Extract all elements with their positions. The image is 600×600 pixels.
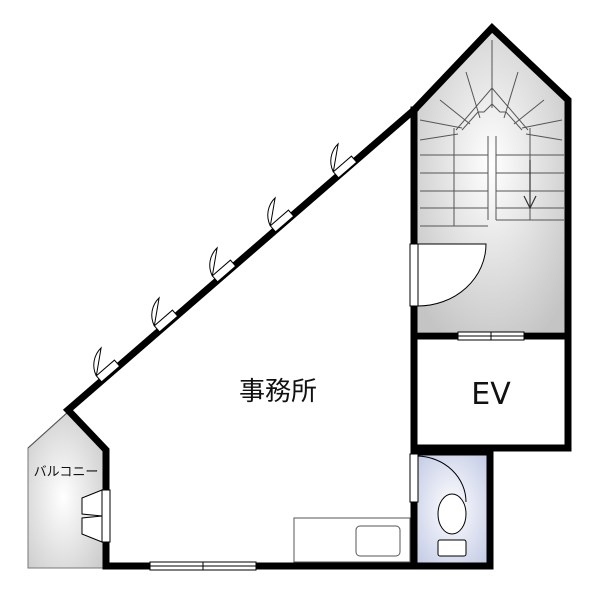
stair-direction-arrow-icon — [523, 160, 537, 210]
window — [267, 196, 295, 233]
balcony-label: バルコニー — [34, 465, 99, 480]
office-label: 事務所 — [239, 377, 317, 407]
window — [93, 346, 121, 383]
stair-window — [457, 331, 525, 341]
window — [330, 142, 358, 179]
kitchen-counter — [293, 517, 411, 563]
balcony-door — [81, 489, 111, 543]
stair-door — [409, 243, 487, 307]
window — [209, 246, 237, 283]
bottom-window — [149, 561, 257, 571]
toilet-fixture — [437, 493, 467, 557]
diagonal-windows — [93, 142, 358, 383]
window — [151, 296, 179, 333]
elevator-label: EV — [471, 377, 511, 412]
toilet-door — [409, 453, 467, 503]
